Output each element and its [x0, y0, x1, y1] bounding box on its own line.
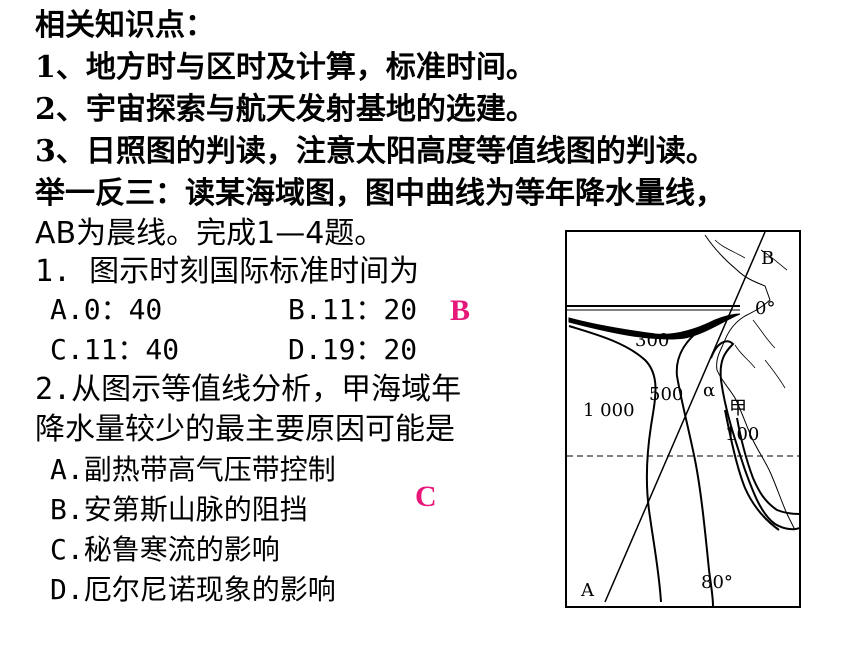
q1-option-c: C.11：40 [50, 333, 180, 366]
intro-line-1: 举一反三：读某海域图，图中曲线为等年降水量线， [35, 176, 725, 211]
label-500: 500 [649, 384, 683, 405]
question-1-stem: 1. 图示时刻国际标准时间为 [35, 254, 420, 289]
label-jia: 甲 [729, 398, 747, 419]
q1-option-b: B.11：20 [288, 293, 418, 326]
label-80: 80° [701, 572, 733, 593]
label-equator: 0° [755, 298, 775, 319]
knowledge-point-2: 2、宇宙探索与航天发射基地的选建。 [35, 92, 536, 127]
intro-line-2: AB为晨线。完成1—4题。 [35, 216, 385, 251]
isohyet-1000 [568, 325, 662, 603]
question-2-stem-1: 2.从图示等值线分析，甲海域年 [35, 372, 462, 407]
isohyet-map: B 0° 300 500 1 000 α 甲 100 80° A [565, 230, 801, 608]
terminator-ab [604, 231, 766, 603]
q2-option-c: C.秘鲁寒流的影响 [50, 533, 280, 566]
coastline [704, 234, 796, 531]
isohyet-jia-inner [710, 340, 800, 531]
question-2-stem-2: 降水量较少的最主要原因可能是 [35, 412, 455, 447]
label-b: B [761, 248, 774, 269]
q2-option-d: D.厄尔尼诺现象的影响 [50, 573, 336, 606]
label-300: 300 [635, 330, 669, 351]
isohyet-inner-2 [724, 409, 780, 531]
q2-option-b: B.安第斯山脉的阻挡 [50, 493, 308, 526]
isohyet-500 [675, 325, 714, 607]
knowledge-point-3: 3、日照图的判读，注意太阳高度等值线图的判读。 [35, 134, 716, 169]
label-alpha: α [703, 380, 715, 401]
label-1000: 1 000 [583, 400, 635, 421]
q2-answer: C [415, 480, 437, 513]
map-frame [565, 230, 801, 608]
isohyet-100 [736, 417, 800, 515]
coastline-detail [714, 239, 788, 389]
q1-option-d: D.19：20 [288, 333, 418, 366]
section-title: 相关知识点： [35, 8, 215, 43]
label-100: 100 [725, 424, 759, 445]
q1-option-a: A.0：40 [50, 293, 163, 326]
label-a: A [580, 580, 595, 601]
knowledge-point-1: 1、地方时与区时及计算，标准时间。 [35, 50, 536, 85]
q2-option-a: A.副热带高气压带控制 [50, 453, 336, 486]
q1-answer: B [450, 294, 471, 327]
